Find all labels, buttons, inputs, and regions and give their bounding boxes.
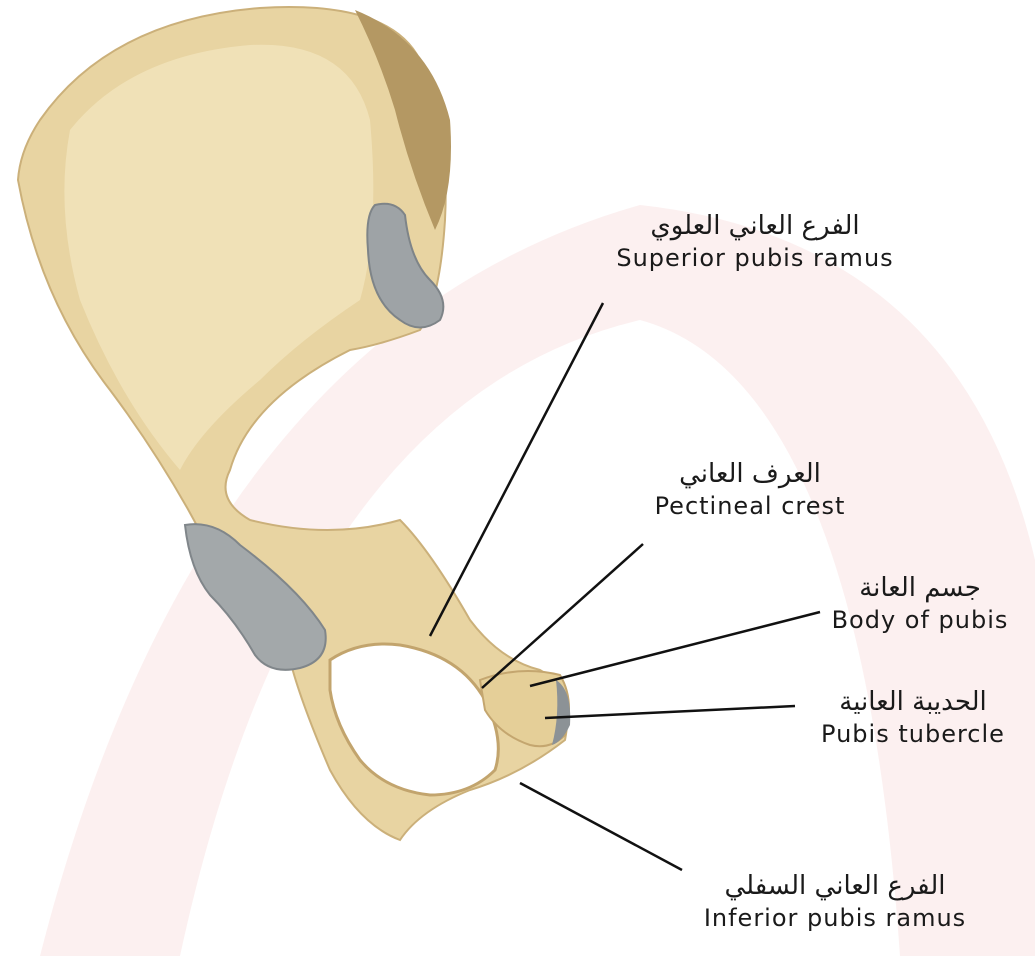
leader-pectineal-crest [482,544,643,688]
label-body-of-pubis-ar: جسم العانة [805,572,1035,605]
hip-bone-illustration [18,7,570,840]
label-pectineal-crest-ar: العرف العاني [600,458,900,491]
label-inferior-ramus: الفرع العاني السفلي Inferior pubis ramus [670,870,1000,933]
leader-pubis-tubercle [545,706,795,718]
label-pubis-tubercle: الحديبة العانية Pubis tubercle [798,686,1028,749]
label-superior-ramus: الفرع العاني العلوي Superior pubis ramus [575,210,935,273]
label-inferior-ramus-en: Inferior pubis ramus [670,903,1000,933]
label-superior-ramus-ar: الفرع العاني العلوي [575,210,935,243]
label-body-of-pubis-en: Body of pubis [805,605,1035,635]
label-pubis-tubercle-en: Pubis tubercle [798,719,1028,749]
label-pubis-tubercle-ar: الحديبة العانية [798,686,1028,719]
label-superior-ramus-en: Superior pubis ramus [575,243,935,273]
leader-inferior-ramus [520,783,682,870]
leader-body-of-pubis [530,612,820,686]
label-pectineal-crest: العرف العاني Pectineal crest [600,458,900,521]
label-pectineal-crest-en: Pectineal crest [600,491,900,521]
label-body-of-pubis: جسم العانة Body of pubis [805,572,1035,635]
label-inferior-ramus-ar: الفرع العاني السفلي [670,870,1000,903]
